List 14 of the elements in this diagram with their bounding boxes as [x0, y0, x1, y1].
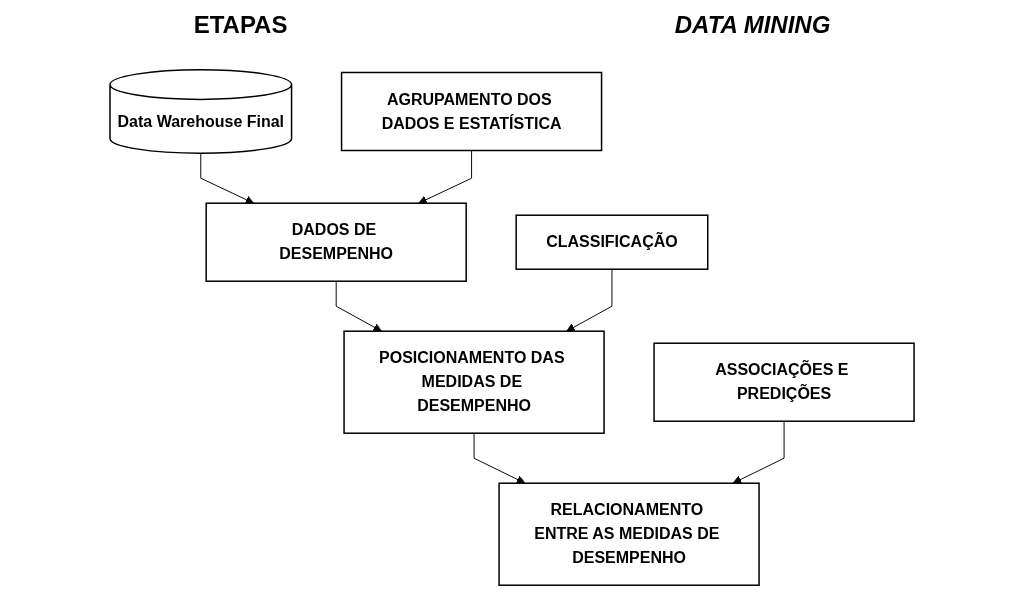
- node-box: ASSOCIAÇÕES E PREDIÇÕES: [653, 342, 915, 422]
- node-box: DADOS DE DESEMPENHO: [205, 202, 467, 282]
- column-heading: ETAPAS: [193, 11, 288, 39]
- arrow: [335, 280, 382, 332]
- arrow: [200, 152, 255, 204]
- node-box: AGRUPAMENTO DOS DADOS E ESTATÍSTICA: [340, 71, 603, 152]
- column-heading: DATA MINING: [674, 11, 831, 39]
- arrow: [473, 432, 526, 484]
- node-box: RELACIONAMENTO ENTRE AS MEDIDAS DE DESEMPENHO: [498, 482, 760, 586]
- node-box: POSICIONAMENTO DAS MEDIDAS DE DESEMPENHO: [343, 330, 605, 434]
- arrow: [566, 268, 613, 332]
- arrow: [418, 150, 473, 204]
- arrow: [732, 420, 785, 484]
- node-box: CLASSIFICAÇÃO: [515, 214, 709, 270]
